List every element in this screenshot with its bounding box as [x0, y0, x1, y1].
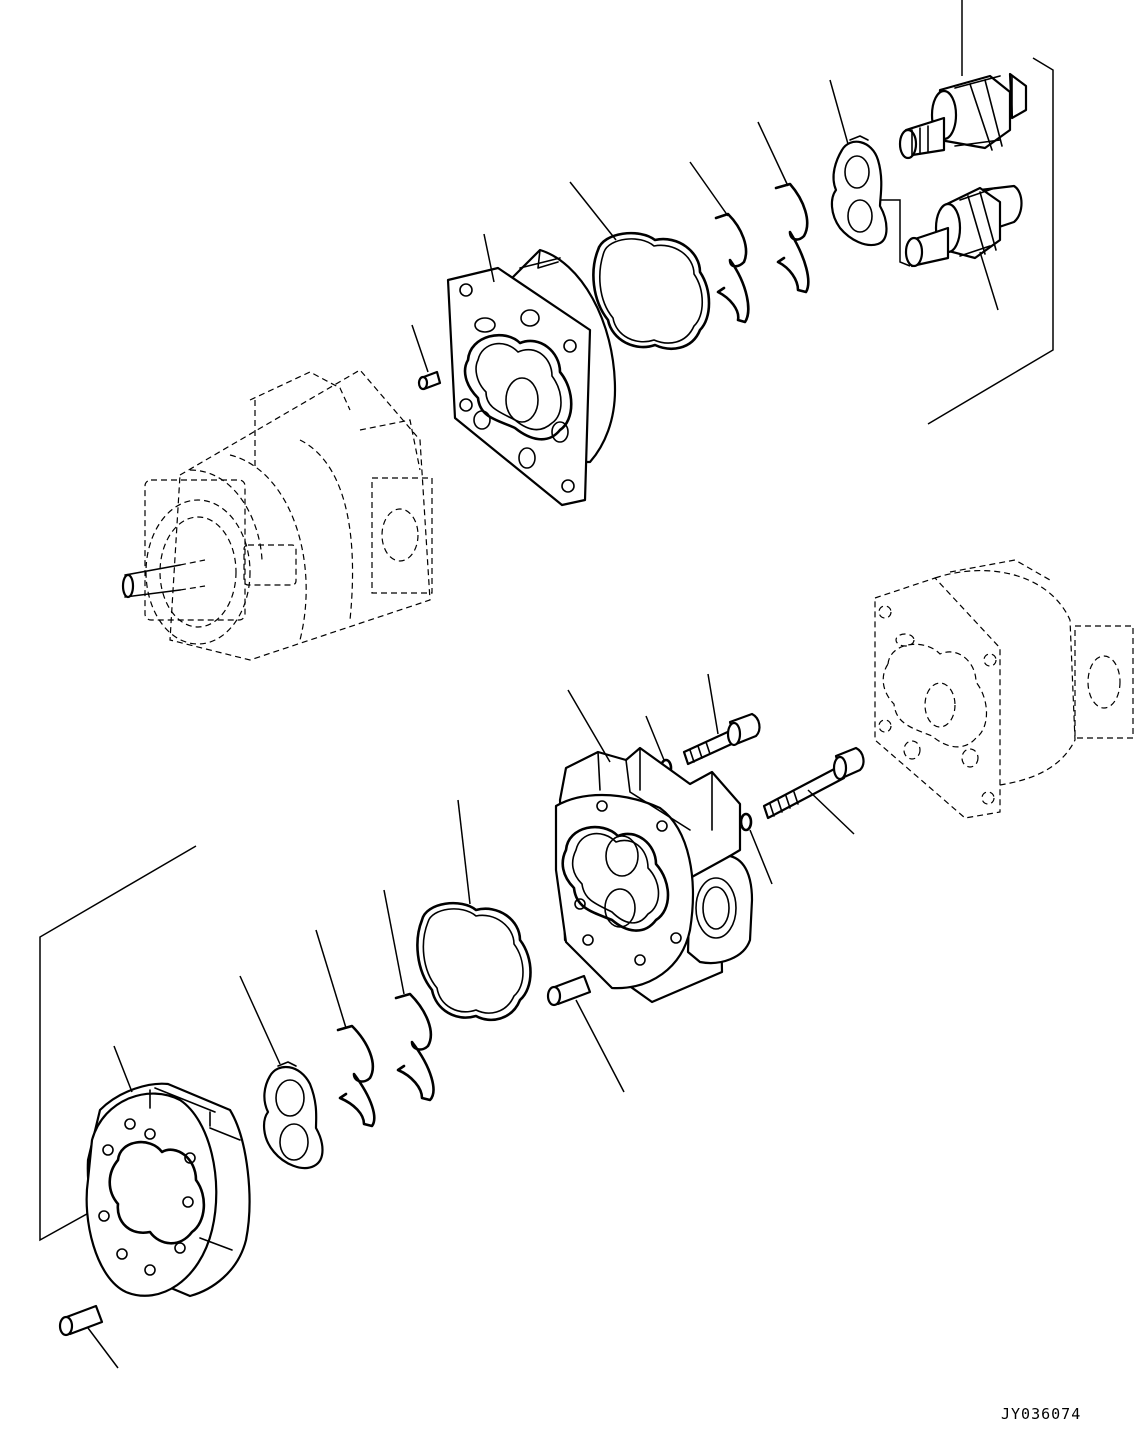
- small-o-ring-2: [739, 812, 753, 832]
- pump-body-phantom-lower: [874, 559, 1134, 819]
- leader-lines-lower: [87, 673, 855, 1369]
- diagram-reference-code: JY036074: [1001, 1405, 1082, 1423]
- assembly-bracket-upper: [927, 57, 1054, 425]
- dowel-pin-upper: [417, 370, 442, 391]
- assembly-bracket-lower: [39, 845, 197, 1242]
- backup-ring-lower-1: [394, 992, 435, 1102]
- bushing-plate-upper: [830, 135, 911, 267]
- dowel-pin-lower-2: [58, 1304, 104, 1337]
- bushing-plate-lower: [262, 1061, 324, 1170]
- bolt-short: [682, 712, 761, 766]
- backup-ring-lower-2: [336, 1024, 376, 1128]
- pump-body-phantom-upper: [121, 369, 433, 661]
- o-ring-seal-lower: [416, 901, 532, 1022]
- drive-gear-upper: [898, 72, 1028, 160]
- leader-lines-upper: [411, 0, 999, 373]
- gear-housing-ring: [85, 1082, 251, 1298]
- flange-plate-upper: [446, 248, 617, 507]
- driven-gear-upper: [904, 184, 1023, 268]
- o-ring-seal-upper: [592, 231, 711, 350]
- backup-ring-upper-1: [714, 212, 750, 324]
- bolt-long: [762, 746, 865, 820]
- backup-ring-upper-2: [774, 182, 810, 294]
- pump-body-main: [554, 746, 754, 1004]
- dowel-pin-lower-1: [546, 974, 592, 1007]
